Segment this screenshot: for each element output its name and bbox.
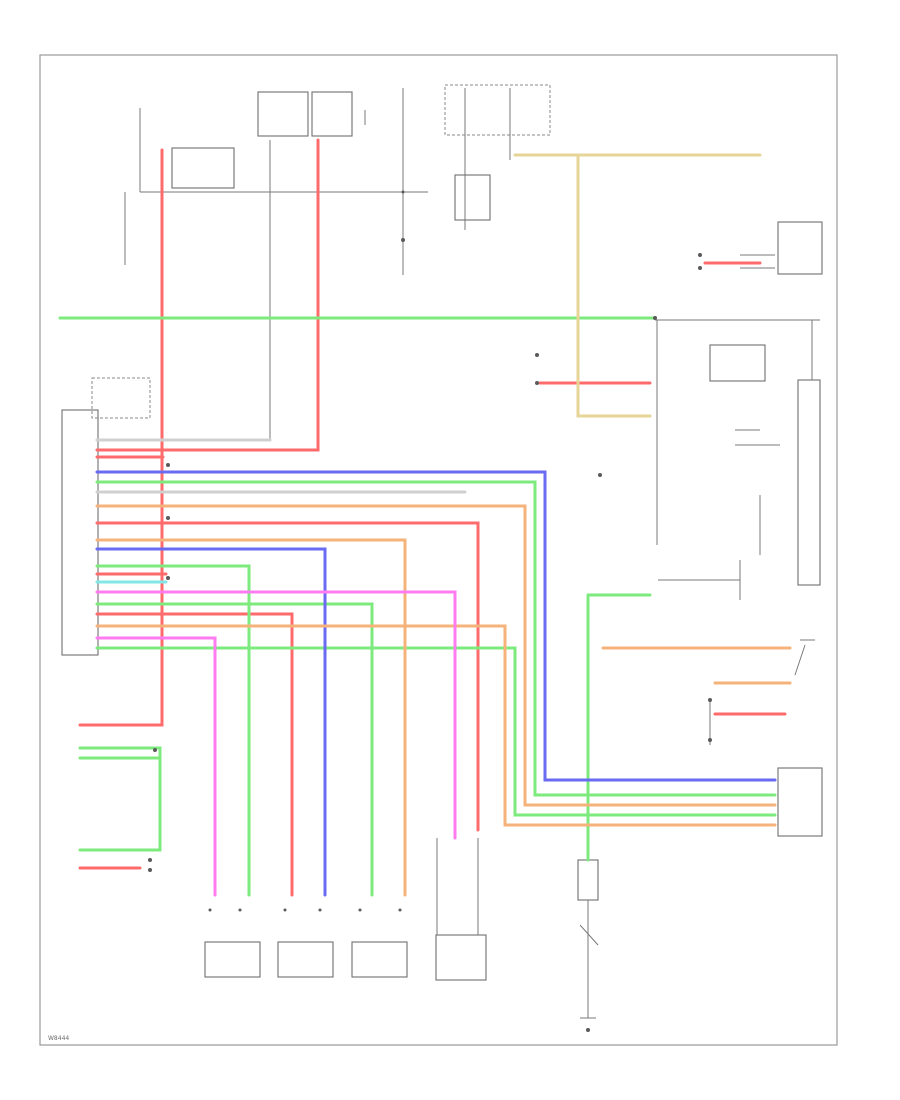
- red-wire-3: [95, 521, 480, 832]
- wire-harness: [58, 138, 792, 897]
- tan-wire: [513, 153, 762, 418]
- blue-wire-1: [95, 470, 777, 782]
- actuator-row: [204, 838, 599, 1019]
- green-wire-3: [95, 564, 251, 897]
- red-wire-power: [78, 148, 164, 727]
- control-module: [61, 377, 151, 656]
- right-components: [655, 221, 823, 837]
- magenta-wire-1: [95, 590, 457, 840]
- diagram-code: W8444: [48, 1035, 69, 1042]
- green-wire-6: [78, 746, 162, 762]
- orange-wire-3: [95, 624, 777, 827]
- green-wire-4: [95, 602, 374, 897]
- red-wire-main: [95, 138, 320, 452]
- green-wire-2: [95, 480, 777, 797]
- magenta-wire-2: [95, 636, 217, 897]
- diagram-frame: [39, 54, 838, 1046]
- blue-wire-2: [95, 547, 327, 897]
- green-wire-5: [95, 646, 777, 817]
- orange-wire-2: [95, 538, 407, 897]
- green-wire-7: [78, 756, 162, 852]
- red-wire-4: [95, 612, 294, 897]
- connector-pins: [148, 190, 712, 1032]
- power-distribution-section: [124, 84, 551, 440]
- orange-wire-1: [95, 504, 777, 807]
